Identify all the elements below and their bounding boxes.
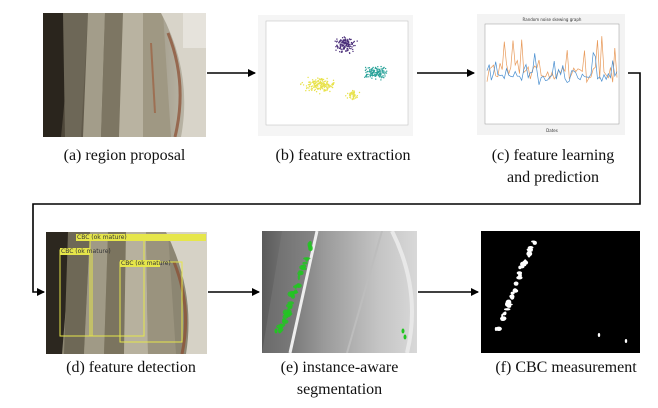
cbc-measurement-image bbox=[481, 231, 640, 353]
caption-prediction: and prediction bbox=[507, 169, 599, 186]
plot-title: Random noise skewing graph bbox=[523, 17, 582, 22]
feature-learning-plot: Random noise skewing graph Dates bbox=[477, 14, 625, 135]
segmentation-image bbox=[262, 231, 417, 353]
caption-instance-aware: (e) instance-aware bbox=[280, 359, 399, 376]
plot-xlabel: Dates bbox=[546, 128, 558, 133]
caption-cbc-measurement: (f) CBC measurement bbox=[495, 359, 637, 376]
feature-detection-image: CBC (ok mature) CBC (ok mature) CBC (ok … bbox=[46, 232, 207, 354]
detection-label: CBC (ok mature) bbox=[77, 234, 127, 241]
detection-label: CBC (ok mature) bbox=[61, 248, 111, 255]
feature-extraction-plot bbox=[258, 15, 413, 136]
caption-feature-learning: (c) feature learning bbox=[491, 147, 615, 164]
region-proposal-image bbox=[43, 13, 206, 137]
detection-label: CBC (ok mature) bbox=[121, 260, 171, 267]
caption-feature-detection: (d) feature detection bbox=[66, 359, 196, 376]
caption-segmentation: segmentation bbox=[296, 381, 383, 398]
caption-feature-extraction: (b) feature extraction bbox=[275, 147, 411, 164]
caption-region-proposal: (a) region proposal bbox=[63, 147, 186, 164]
